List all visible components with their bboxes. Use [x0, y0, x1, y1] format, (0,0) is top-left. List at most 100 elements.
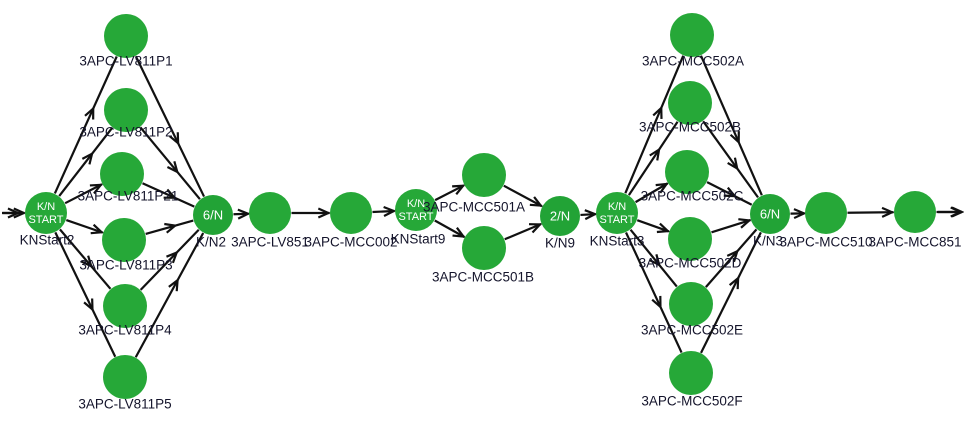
edge-KNStart3-to-3APC-MCC502E[interactable] [629, 228, 678, 288]
edge-3APC-LV811P4-to-K/N2[interactable] [139, 228, 200, 291]
edge-3APC-MCC502C-to-K/N3[interactable] [706, 181, 753, 206]
edge-line [139, 228, 200, 291]
node-shape-task [669, 351, 713, 395]
node-caption-K/N9: K/N9 [545, 236, 575, 251]
edge-line [145, 219, 194, 235]
node-shape-gate [750, 194, 790, 234]
node-K/N3[interactable]: 6/N [750, 194, 790, 234]
edge-3APC-MCC510-to-3APC-MCC851[interactable] [847, 206, 895, 218]
node-3APC-MCC502D[interactable] [668, 217, 712, 261]
edge-arrowhead [84, 106, 95, 120]
edge-KNStart2-to-3APC-LV811P3[interactable] [65, 218, 105, 235]
node-label-line1: K/N [608, 201, 626, 213]
edge-line [636, 219, 670, 233]
node-3APC-LV811P21[interactable] [100, 152, 144, 196]
terminal-entry-arrow [2, 207, 23, 219]
node-3APC-MCC502A[interactable] [670, 13, 714, 57]
edge-K/N9-to-KNStart3[interactable] [580, 209, 598, 221]
node-caption-3APC-MCC502D: 3APC-MCC502D [639, 256, 742, 271]
edge-KNStart9-to-3APC-MCC501B[interactable] [434, 219, 466, 238]
edge-KNStart2-to-3APC-LV811P5[interactable] [54, 231, 117, 358]
edge-line [53, 56, 118, 194]
edge-KNStart3-to-3APC-MCC502A[interactable] [624, 55, 685, 194]
node-3APC-MCC851[interactable] [894, 191, 936, 233]
edge-3APC-LV811P3-to-K/N2[interactable] [145, 219, 194, 235]
node-3APC-MCC502B[interactable] [668, 81, 712, 125]
edge-3APC-MCC502A-to-K/N3[interactable] [699, 55, 763, 196]
edge-line [700, 231, 762, 354]
node-3APC-MCC002[interactable] [330, 192, 372, 234]
edge-arrowhead [727, 157, 739, 171]
edge-arrowhead [163, 188, 178, 199]
edge-line [134, 232, 205, 358]
node-K/N2[interactable]: 6/N [193, 195, 233, 235]
node-3APC-MCC502F[interactable] [669, 351, 713, 395]
edge-arrowhead [80, 255, 93, 269]
edge-line [503, 184, 543, 208]
node-caption-KNStart2: KNStart2 [20, 233, 75, 248]
node-caption-3APC-MCC851: 3APC-MCC851 [868, 235, 961, 250]
node-3APC-MCC502E[interactable] [669, 282, 713, 326]
edge-arrowhead [383, 205, 397, 217]
node-label-line2: START [599, 214, 634, 226]
node-3APC-LV811P2[interactable] [104, 88, 148, 132]
edge-arrowhead [726, 249, 740, 263]
edge-KNStart2-to-3APC-LV811P2[interactable] [58, 127, 114, 197]
edge-KNStart2-to-3APC-LV811P4[interactable] [59, 228, 112, 290]
edge-3APC-LV811P1-to-K/N2[interactable] [134, 55, 206, 198]
node-label-line1: K/N [407, 198, 425, 210]
edge-3APC-MCC502F-to-K/N3[interactable] [700, 231, 762, 354]
edge-line [434, 184, 465, 202]
edge-arrowhead [89, 183, 104, 195]
node-shape-task [103, 284, 147, 328]
edge-arrowhead [83, 298, 94, 312]
edge-line [142, 182, 195, 208]
node-K/N9[interactable]: 2/N [540, 196, 580, 236]
edge-3APC-MCC502E-to-K/N3[interactable] [705, 228, 758, 288]
edge-3APC-MCC502B-to-K/N3[interactable] [702, 120, 759, 199]
node-3APC-MCC510[interactable] [805, 192, 847, 234]
edge-KNStart3-to-3APC-MCC502B[interactable] [627, 121, 679, 196]
edge-arrowhead [166, 161, 180, 174]
node-shape-task [462, 153, 506, 197]
node-3APC-LV811P5[interactable] [103, 355, 147, 399]
edge-KNStart9-to-3APC-MCC501A[interactable] [434, 184, 466, 202]
edge-KNStart3-to-3APC-MCC502C[interactable] [634, 182, 669, 204]
edge-3APC-LV811P2-to-K/N2[interactable] [139, 126, 201, 200]
edge-K/N3-to-3APC-MCC510[interactable] [790, 208, 807, 220]
node-3APC-MCC501A[interactable] [462, 153, 506, 197]
node-3APC-LV811P4[interactable] [103, 284, 147, 328]
edge-line [699, 55, 763, 196]
edge-3APC-MCC501B-to-K/N9[interactable] [504, 222, 543, 241]
edge-arrowhead [90, 223, 105, 235]
node-label-line2: START [28, 214, 63, 226]
edge-KNStart2-to-3APC-LV811P21[interactable] [64, 183, 104, 205]
edge-3APC-MCC002-to-KNStart9[interactable] [372, 205, 397, 217]
node-shape-task [670, 13, 714, 57]
node-3APC-LV811P1[interactable] [104, 14, 148, 58]
edge-KNStart3-to-3APC-MCC502F[interactable] [625, 232, 683, 354]
edge-3APC-MCC502D-to-K/N3[interactable] [711, 218, 752, 234]
node-3APC-LV851[interactable] [249, 192, 291, 234]
node-caption-3APC-LV811P1: 3APC-LV811P1 [79, 54, 172, 69]
edge-3APC-LV811P21-to-K/N2[interactable] [142, 182, 195, 208]
edge-3APC-MCC501A-to-K/N9[interactable] [503, 184, 544, 208]
node-3APC-MCC501B[interactable] [462, 226, 506, 270]
edge-K/N2-to-3APC-LV851[interactable] [233, 208, 251, 220]
edge-line [65, 218, 104, 234]
edge-arrowhead [793, 208, 807, 220]
edge-3APC-LV851-to-3APC-MCC002[interactable] [291, 207, 332, 219]
node-3APC-LV811P3[interactable] [102, 218, 146, 262]
edge-KNStart3-to-3APC-MCC502D[interactable] [636, 219, 671, 234]
edge-arrowhead [738, 218, 752, 229]
node-3APC-MCC502C[interactable] [665, 150, 709, 194]
edge-3APC-LV811P5-to-K/N2[interactable] [134, 232, 205, 358]
node-shape-task [249, 192, 291, 234]
node-caption-K/N2: K/N2 [196, 235, 226, 250]
edge-line [627, 121, 679, 196]
edge-KNStart2-to-3APC-LV811P1[interactable] [53, 56, 118, 194]
